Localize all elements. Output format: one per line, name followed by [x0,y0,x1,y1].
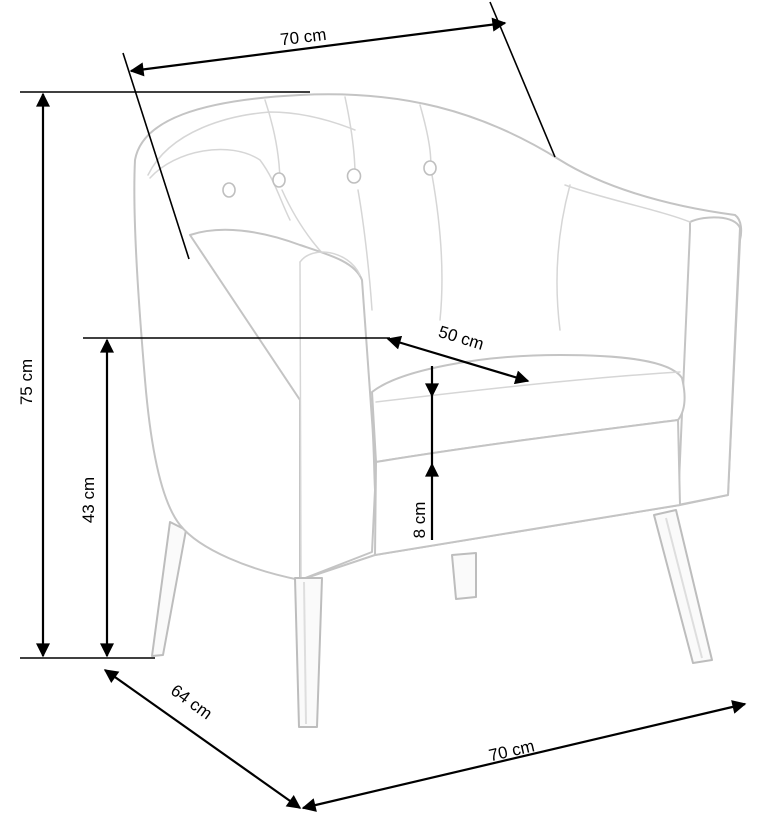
dimension-cushion-thickness: 8 cm [410,366,439,540]
dimension-top-width: 70 cm [122,1,556,260]
label-cushion-thickness: 8 cm [410,502,429,539]
tuft-button [222,182,236,198]
front-left-leg [294,577,323,728]
armchair-illustration [133,93,743,728]
label-depth: 64 cm [167,681,216,724]
back-left-leg [151,521,187,657]
label-base-width: 70 cm [487,736,536,765]
tuft-button [272,172,286,188]
tuft-button [423,160,437,176]
label-seat-height: 43 cm [79,477,98,523]
front-right-leg [653,509,713,664]
tuft-button [346,168,362,184]
right-armrest [677,216,741,506]
label-total-height: 75 cm [17,359,36,405]
seat-front [374,419,681,556]
dimension-seat-height: 43 cm [79,337,390,658]
dimension-base-width: 70 cm [301,700,747,812]
dimension-depth: 64 cm [103,669,302,809]
back-right-leg [451,552,477,600]
dimension-total-height: 75 cm [17,91,310,659]
